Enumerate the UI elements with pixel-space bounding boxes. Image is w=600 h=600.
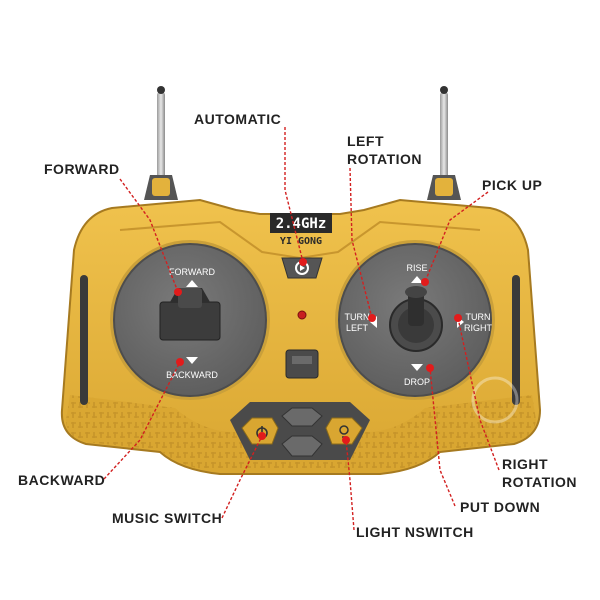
power-led <box>297 310 307 320</box>
right-rotation-callout-line <box>457 317 500 471</box>
right-pad-rise-label: RISE <box>406 263 427 273</box>
right-pad-turn-left-label-2: LEFT <box>346 323 369 333</box>
put-down-callout-dot <box>426 364 434 372</box>
right-control-pad[interactable]: RISE TURN LEFT TURN RIGHT DROP <box>335 240 495 400</box>
backward-callout-dot <box>176 358 184 366</box>
left-control-pad[interactable]: FORWARD BACKWARD <box>110 240 270 400</box>
put-down-callout-line <box>429 367 456 507</box>
right-pad-up-arrow-icon <box>411 276 423 283</box>
callout-right-rotation-line-2: ROTATION <box>502 474 578 490</box>
bottom-center-button[interactable] <box>281 435 323 457</box>
right-pad-turn-right-label-2: RIGHT <box>464 323 493 333</box>
right-pad-drop-label: DROP <box>404 377 430 387</box>
callout-left-rotation-line-1: LEFT <box>347 133 384 149</box>
callout-automatic: AUTOMATIC <box>194 111 282 127</box>
top-center-button[interactable] <box>281 407 323 427</box>
pick-up-callout-dot <box>421 278 429 286</box>
light-switch-button[interactable] <box>325 417 363 445</box>
watermark-mark <box>471 376 519 424</box>
left-pad-down-arrow-icon <box>186 357 198 364</box>
right-rotation-callout-dot <box>454 314 462 322</box>
bottom-button-cluster <box>230 402 370 460</box>
forward-callout-dot <box>174 288 182 296</box>
right-pad-down-arrow-icon <box>411 364 423 371</box>
right-pad-turn-right-label-1: TURN <box>466 312 491 322</box>
callout-left-rotation-line-2: ROTATION <box>347 151 423 167</box>
callout-forward: FORWARD <box>44 161 120 177</box>
music-switch-callout-line <box>221 435 263 519</box>
callout-put-down: PUT DOWN <box>460 499 541 515</box>
right-joystick[interactable] <box>389 286 443 352</box>
callout-music-switch: MUSIC SWITCH <box>112 510 223 526</box>
callout-right-rotation-line-1: RIGHT <box>502 456 549 472</box>
left-rotation-callout-dot <box>368 314 376 322</box>
left-rotation-callout-line <box>349 167 373 319</box>
left-pad-backward-label: BACKWARD <box>166 370 218 380</box>
right-antenna <box>427 86 461 200</box>
callout-backward: BACKWARD <box>18 472 106 488</box>
brand-name: YI GONG <box>280 236 322 247</box>
brand-frequency: 2.4GHz <box>276 216 327 232</box>
backward-callout-line <box>103 361 181 480</box>
automatic-callout-dot <box>299 258 307 266</box>
callout-left-rotation: LEFT ROTATION <box>347 132 422 168</box>
forward-callout-line <box>119 178 179 293</box>
brand-plate: 2.4GHz YI GONG <box>270 213 332 247</box>
callout-right-rotation: RIGHT ROTATION <box>502 455 577 491</box>
callout-pick-up: PICK UP <box>482 177 543 193</box>
callout-light-switch: LIGHT NSWITCH <box>356 524 474 540</box>
mode-button[interactable] <box>285 349 319 379</box>
pick-up-callout-line <box>424 191 489 283</box>
automatic-callout-line <box>284 127 304 263</box>
light-switch-callout-line <box>345 439 355 531</box>
left-antenna <box>144 86 178 200</box>
right-pad-turn-left-label-1: TURN <box>345 312 370 322</box>
music-switch-callout-dot <box>258 432 266 440</box>
light-switch-callout-dot <box>342 436 350 444</box>
left-pad-up-arrow-icon <box>186 280 198 287</box>
left-pad-forward-label: FORWARD <box>169 267 215 277</box>
